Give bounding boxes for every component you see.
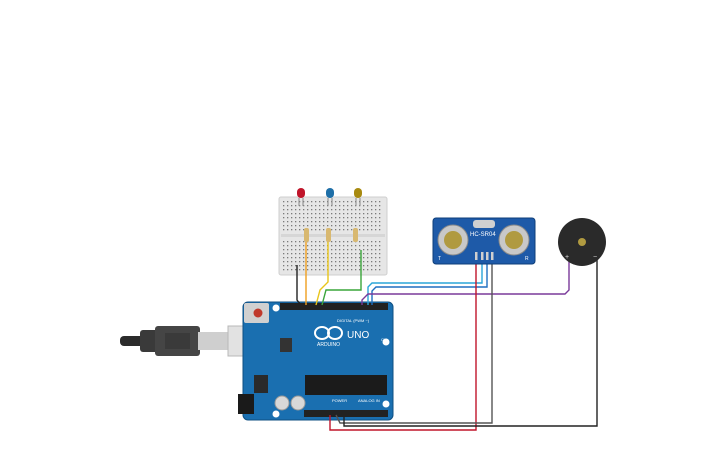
blue-led[interactable] xyxy=(326,188,334,206)
buzzer-plus-mark: + xyxy=(565,254,569,261)
sensor-model-text: HC-SR04 xyxy=(470,232,496,238)
resistor[interactable] xyxy=(353,228,358,242)
resistor[interactable] xyxy=(326,228,331,242)
arduino-model-text: UNO xyxy=(347,330,369,341)
resistor[interactable] xyxy=(304,228,309,242)
ultrasonic-sensor[interactable]: HC-SR04 T R xyxy=(432,217,536,265)
wire-black-buzzer-gnd[interactable] xyxy=(343,255,598,427)
wire-purple-buzzer[interactable] xyxy=(361,255,570,305)
piezo-buzzer[interactable]: + − xyxy=(558,218,606,266)
wire-green-led[interactable] xyxy=(321,250,362,306)
wire-red-vcc[interactable] xyxy=(329,258,477,431)
arduino-logo xyxy=(314,326,343,340)
arduino-uno-board[interactable]: ARDUINO UNO DIGITAL (PWM ~) POWER ANALOG… xyxy=(238,301,394,421)
sensor-pin-echo[interactable] xyxy=(486,252,489,260)
reset-button[interactable] xyxy=(253,308,263,318)
analog-pins-label: ANALOG IN xyxy=(358,398,380,403)
power-pins-label: POWER xyxy=(332,398,347,403)
wire-yellow-led[interactable] xyxy=(315,242,329,306)
digital-pins-label: DIGITAL (PWM ~) xyxy=(337,318,370,323)
wire-blue-echo[interactable] xyxy=(371,258,488,305)
buzzer-minus-mark: − xyxy=(593,254,597,261)
sensor-pin-vcc[interactable] xyxy=(475,252,478,260)
wire-cyan-trig[interactable] xyxy=(367,258,483,305)
sensor-receiver-mark: R xyxy=(525,256,529,262)
sensor-pin-trig[interactable] xyxy=(481,252,484,260)
on-led-label: ON xyxy=(381,337,387,342)
sensor-pin-gnd[interactable] xyxy=(491,252,494,260)
sensor-transmitter-mark: T xyxy=(438,256,441,262)
yellow-led[interactable] xyxy=(354,188,362,206)
arduino-logo-text: ARDUINO xyxy=(317,342,340,348)
wire-black-ground[interactable] xyxy=(296,265,302,306)
wire-gray-gnd[interactable] xyxy=(335,258,493,424)
breadboard[interactable] xyxy=(278,196,388,276)
red-led[interactable] xyxy=(297,188,305,206)
